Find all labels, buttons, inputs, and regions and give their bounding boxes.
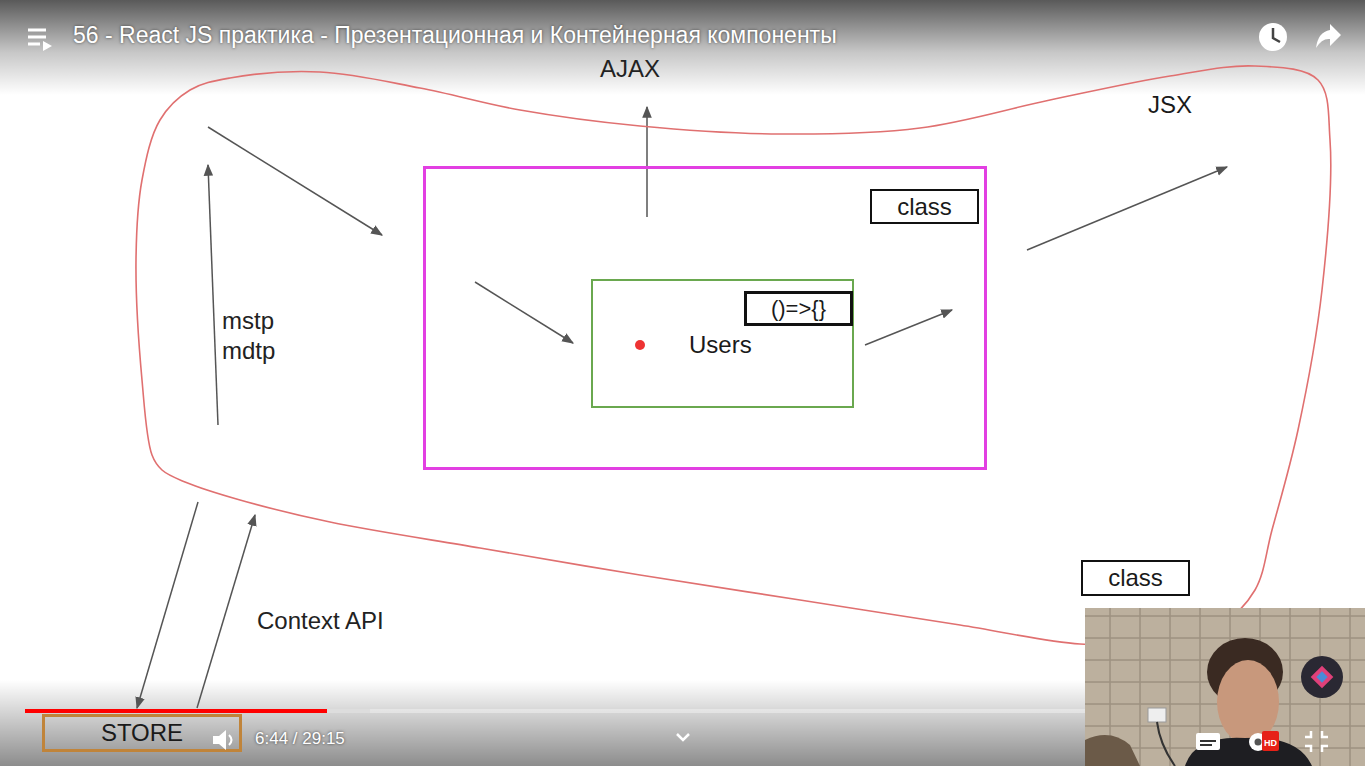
text-holder: STORE (45, 717, 239, 749)
class-tag: class (897, 193, 952, 221)
label-holder: 6:44 / 29:15 (255, 729, 345, 749)
red-dot (635, 340, 645, 350)
progress-played (25, 709, 327, 713)
text-holder: Users (689, 331, 752, 359)
share-icon (1316, 24, 1341, 48)
flow-arrow (865, 310, 952, 345)
scope-outline: JSX class ()=>{} Users (130, 65, 1335, 650)
text-holder: class (1083, 562, 1188, 594)
context-api-label: Context API (257, 607, 384, 634)
store-label: STORE (101, 719, 183, 747)
label-holder: HD (1262, 731, 1279, 751)
subtitles-line (1200, 740, 1216, 742)
hd-badge: HD (1264, 738, 1277, 748)
channel-logo (1301, 656, 1343, 698)
webcam-picture (1085, 608, 1365, 766)
settings-icon (1249, 733, 1267, 751)
volume-wave (229, 735, 232, 745)
subtitles-icon (1196, 733, 1220, 750)
wall-socket (1148, 708, 1166, 722)
playlist-icon (28, 30, 52, 51)
class-tag-box: class (1081, 560, 1190, 596)
subtitles-line (1200, 744, 1212, 746)
flow-arrow (646, 107, 648, 217)
shirt (1185, 738, 1312, 766)
title-shade (0, 0, 1365, 95)
webcam-wall (1085, 608, 1365, 766)
face (1217, 660, 1279, 744)
settings-hole (1255, 739, 1262, 746)
store-box: STORE (42, 714, 242, 752)
label-holder: mstp mdtp (222, 306, 292, 366)
cable (1157, 722, 1175, 766)
ajax-label: AJAX (600, 55, 660, 82)
component-name: Users (689, 331, 752, 358)
connect-functions-label: mstp mdtp (222, 306, 292, 366)
connector-arrow (137, 502, 198, 708)
label-holder: Context API (257, 607, 384, 635)
volume-icon (213, 730, 226, 750)
class-tag: class (1108, 564, 1163, 592)
class-component-box: class ()=>{} Users (423, 166, 987, 470)
jsx-label: JSX (1148, 91, 1192, 118)
playlist-bar (28, 36, 46, 39)
scope-outline-path (136, 66, 1331, 645)
flow-arrow (208, 127, 382, 235)
tag-box: class (870, 189, 979, 224)
flow-arrow (1027, 167, 1227, 250)
flow-arrow (208, 165, 218, 425)
playlist-bar (28, 29, 46, 32)
function-component-box: ()=>{} Users (591, 279, 854, 408)
connector-arrow (197, 515, 255, 708)
clock-hands (1273, 28, 1280, 42)
text-holder: JSX (1148, 91, 1192, 119)
progress-buffer (25, 709, 370, 713)
flow-arrow (475, 282, 573, 343)
logo-mark (1316, 671, 1327, 682)
playlist-bar (28, 43, 40, 46)
cat-shape (1085, 735, 1140, 766)
expand-chevron (677, 734, 689, 740)
label-holder: AJAX (600, 55, 660, 83)
arrow-function-tag: ()=>{} (771, 296, 826, 321)
title-holder: 56 - React JS практика - Презентационная… (73, 22, 837, 48)
time-display: 6:44 / 29:15 (255, 729, 345, 748)
video-title: 56 - React JS практика - Презентационная… (73, 22, 837, 48)
logo-mark (1311, 666, 1334, 689)
webcam-tiles (1085, 608, 1365, 766)
watch-later-icon (1259, 23, 1287, 51)
playlist-play (43, 41, 52, 51)
fullscreen-icon (1305, 731, 1328, 752)
tag-box: ()=>{} (744, 291, 853, 326)
